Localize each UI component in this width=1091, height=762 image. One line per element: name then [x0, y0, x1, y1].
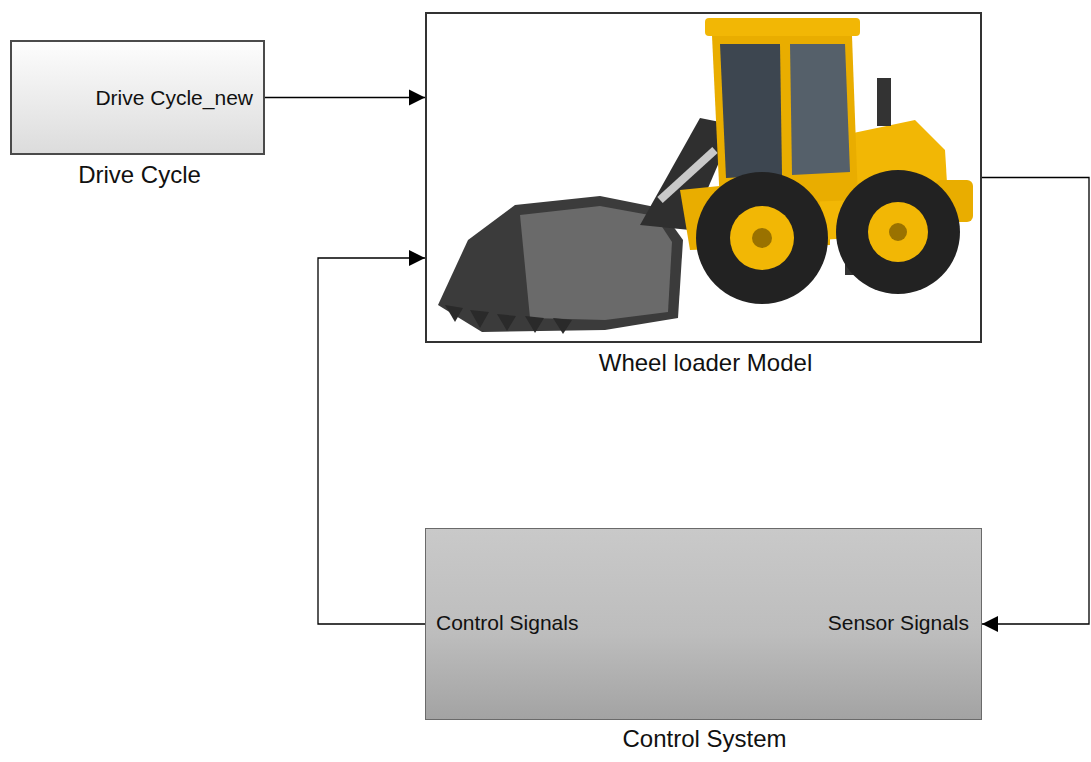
- subsystem-block: Drive Cycle_newDrive Cycle: [10, 40, 265, 155]
- control-block: Control SignalsSensor SignalsControl Sys…: [425, 528, 982, 720]
- front-hub: [752, 228, 772, 248]
- arrowhead: [409, 250, 425, 266]
- cab-roof: [705, 18, 860, 36]
- port-label: Sensor Signals: [828, 611, 969, 635]
- front-tire: [696, 172, 828, 304]
- port-label: Control Signals: [436, 611, 578, 635]
- front-rim: [730, 206, 794, 270]
- connector-line: [982, 178, 1089, 625]
- block-name: Control System: [622, 725, 786, 753]
- exhaust: [877, 78, 891, 126]
- model-block: Wheel loader Model: [425, 12, 982, 343]
- arrowhead: [409, 90, 425, 106]
- signal-connector: [318, 250, 425, 624]
- cab-window: [790, 44, 850, 175]
- port-label: Drive Cycle_new: [95, 86, 253, 110]
- rear-hub: [889, 223, 907, 241]
- arrowhead: [982, 616, 998, 632]
- cab-window: [720, 44, 782, 178]
- bucket-teeth: [445, 305, 572, 334]
- signal-connector: [982, 178, 1089, 633]
- block-name: Wheel loader Model: [599, 349, 812, 377]
- signal-connector: [265, 90, 425, 106]
- block-name: Drive Cycle: [78, 161, 201, 189]
- connector-line: [318, 258, 425, 624]
- rear-rim: [868, 202, 928, 262]
- connector-line: [265, 97, 425, 98]
- rear-tire: [836, 170, 960, 294]
